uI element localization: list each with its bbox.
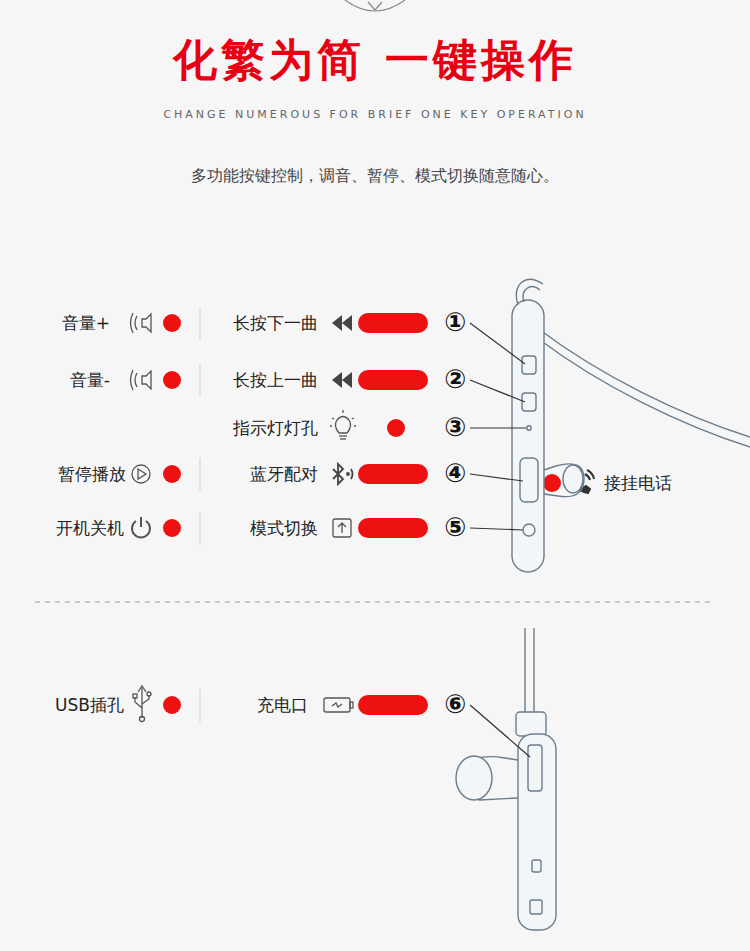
function-label: 长按下一曲 [233,313,318,333]
play-icon [132,465,150,483]
function-label: 长按上一曲 [233,370,318,390]
badge-mark [368,2,382,10]
volume-icon [131,313,152,333]
title: 化繁为简 一键操作 [173,34,576,87]
subtitle: CHANGE NUMEROUS FOR BRIEF ONE KEY OPERAT… [163,108,586,121]
callout-number: ④ [444,458,466,489]
red-dot [163,314,561,714]
bluetooth-icon [333,464,353,484]
leader-line [470,323,530,757]
callout-number: ③ [444,412,466,443]
callout-number: ⑥ [444,689,466,720]
bulb-icon [330,410,356,439]
function-label: 开机关机 [56,518,124,538]
function-label: 接挂电话 [604,473,672,493]
rewind-icon [332,315,352,388]
function-label: 蓝牙配对 [250,464,318,484]
description: 多功能按键控制，调音、暂停、模式切换随意随心。 [191,166,559,185]
earphone-bottom [456,628,556,930]
usb-icon [133,686,151,722]
earphone-top [512,279,750,572]
function-label: 模式切换 [250,518,318,538]
power-icon [132,517,150,537]
callout-number: ② [444,364,466,395]
callout-number: ① [444,307,466,338]
function-label: 指示灯灯孔 [233,418,318,438]
divider [200,307,201,722]
volume-icon [131,370,152,390]
badge [345,0,405,11]
function-label: 暂停播放 [58,464,126,484]
mode-icon [333,519,351,537]
function-label: 音量+ [62,313,110,333]
function-label: 充电口 [257,695,308,715]
function-label: 音量- [70,370,110,390]
function-label: USB插孔 [55,695,124,715]
battery-icon [324,698,353,712]
red-bar [358,313,428,715]
callout-number: ⑤ [444,512,466,543]
separator [35,602,715,603]
